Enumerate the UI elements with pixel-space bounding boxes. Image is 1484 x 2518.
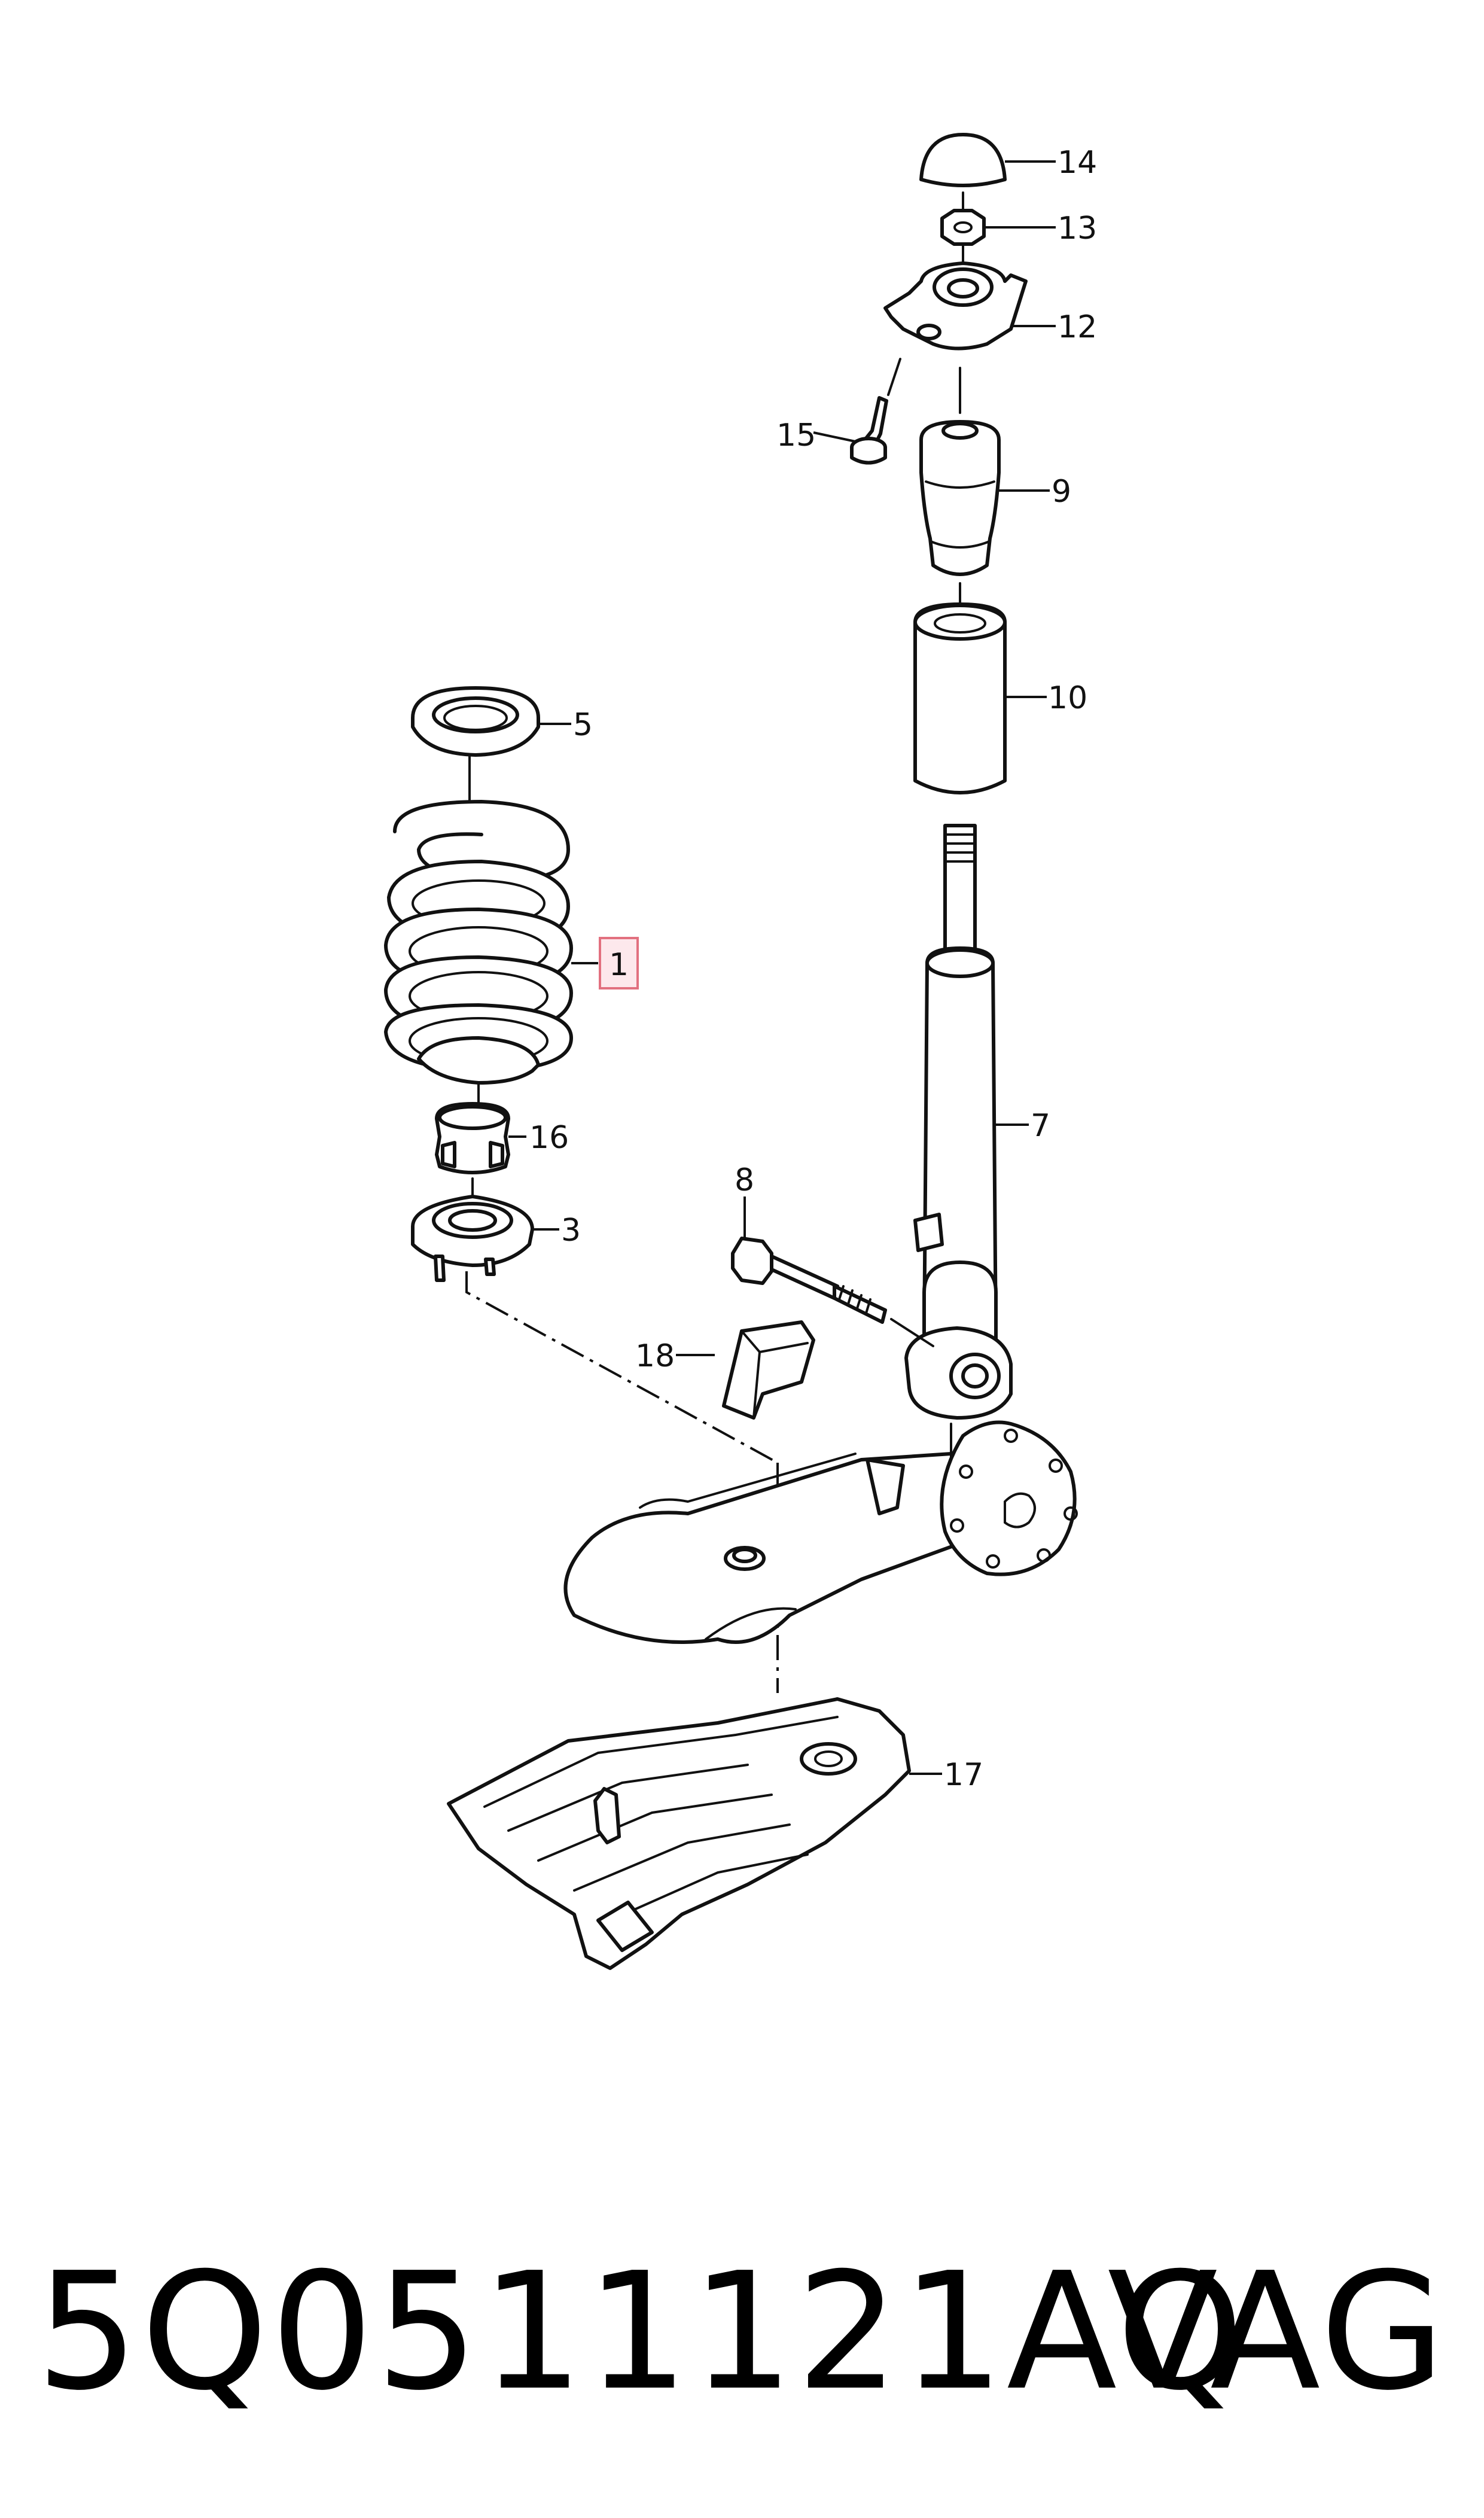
callout-8[interactable]: 8	[735, 1162, 754, 1198]
part-7-shock-absorber	[904, 824, 1029, 1420]
callout-14[interactable]: 14	[1058, 145, 1097, 181]
part-15-bolt	[813, 358, 901, 465]
callout-1-highlight[interactable]	[599, 937, 639, 989]
part-14-dust-cap	[919, 133, 1056, 214]
suspension-exploded-diagram: 14 13 12 15 9 10 5 1 7 16 8 3 18 17	[384, 133, 1097, 1970]
callout-3[interactable]: 3	[561, 1213, 581, 1249]
callout-15[interactable]: 15	[776, 418, 816, 453]
callout-18[interactable]: 18	[635, 1338, 675, 1374]
wheel-carrier	[940, 1420, 1078, 1576]
callout-5[interactable]: 5	[573, 707, 593, 743]
part-number-footer: 5Q0511121AQ VAG	[36, 2237, 1459, 2426]
part-1-coil-spring	[384, 800, 598, 1108]
callout-16[interactable]: 16	[529, 1120, 569, 1156]
rear-axle-beam	[563, 1423, 995, 1644]
part-17-underbody-cover	[447, 1697, 942, 1970]
part-9-bump-stop	[919, 420, 1050, 611]
part-3-lower-spring-pad	[411, 1195, 559, 1282]
callout-1[interactable]: 1	[609, 947, 629, 983]
part-5-upper-spring-pad	[411, 686, 571, 839]
part-16-buffer	[435, 1102, 526, 1198]
part-8-bolt	[731, 1196, 934, 1347]
callout-7[interactable]: 7	[1031, 1108, 1050, 1144]
callout-12[interactable]: 12	[1058, 309, 1097, 345]
part-18-bracket	[676, 1320, 815, 1420]
part-number: 5Q0511121AQ	[36, 2237, 1247, 2426]
part-13-nut	[940, 209, 1056, 264]
callout-10[interactable]: 10	[1048, 680, 1087, 716]
part-12-top-mount	[883, 261, 1056, 414]
callout-labels: 14 13 12 15 9 10 5 1 7 16 8 3 18 17	[529, 145, 1097, 1793]
callout-13[interactable]: 13	[1058, 211, 1097, 246]
callout-17[interactable]: 17	[944, 1757, 983, 1793]
part-10-protective-sleeve	[913, 602, 1047, 794]
callout-9[interactable]: 9	[1052, 474, 1071, 510]
brand-name: VAG	[1107, 2237, 1448, 2426]
